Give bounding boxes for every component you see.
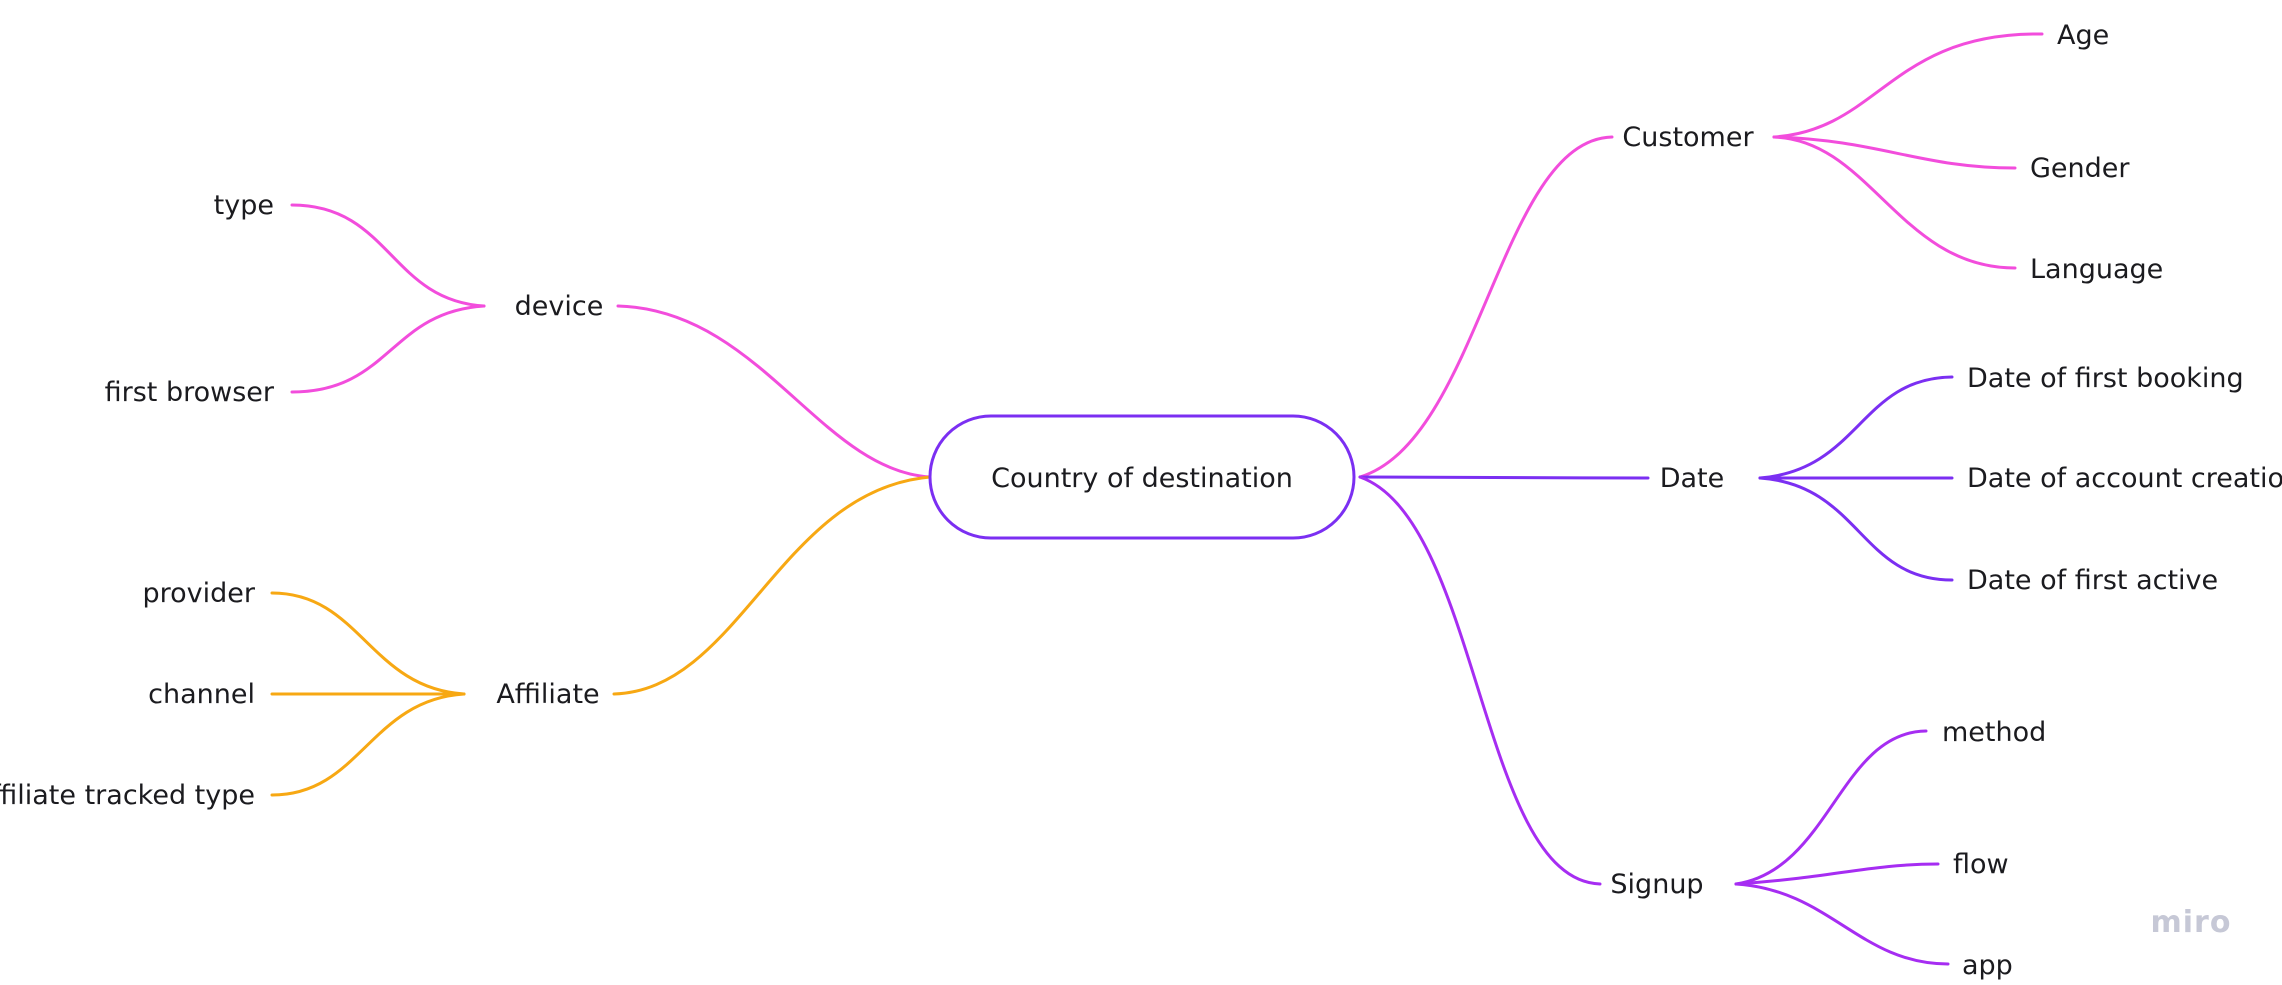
- connector-customer-language: [1772, 135, 2017, 270]
- connector-device-first-browser: [290, 304, 486, 394]
- leaf-gender[interactable]: Gender: [2030, 153, 2130, 184]
- leaf-date-first-active[interactable]: Date of first active: [1967, 565, 2218, 596]
- root-node[interactable]: [928, 414, 1356, 540]
- leaf-flow[interactable]: flow: [1953, 849, 2009, 880]
- connector-root-signup: [1358, 475, 1602, 886]
- connector-signup-app: [1734, 882, 1950, 966]
- connectors: [270, 32, 2044, 966]
- branch-affiliate-label[interactable]: Affiliate: [496, 679, 599, 710]
- connector-root-customer: [1358, 135, 1614, 479]
- branch-customer-label[interactable]: Customer: [1622, 122, 1754, 153]
- leaf-date-first-booking[interactable]: Date of first booking: [1967, 363, 2244, 394]
- leaf-provider[interactable]: provider: [143, 578, 256, 609]
- leaf-first-browser[interactable]: first browser: [105, 377, 275, 408]
- connector-customer-age: [1772, 32, 2044, 139]
- root-label: Country of destination: [991, 463, 1293, 494]
- leaf-date-account-creation[interactable]: Date of account creation: [1967, 463, 2282, 494]
- connector-root-date: [1358, 475, 1650, 480]
- connector-customer-gender: [1772, 135, 2017, 170]
- connector-date-first-active: [1758, 476, 1954, 582]
- connector-signup-method: [1734, 729, 1928, 886]
- connector-device-type: [290, 203, 486, 308]
- leaf-type[interactable]: type: [214, 190, 274, 221]
- leaf-app[interactable]: app: [1962, 950, 2013, 981]
- connector-signup-flow: [1734, 862, 1940, 886]
- miro-watermark: miro: [2151, 905, 2232, 940]
- leaf-affiliate-tracked-type[interactable]: affiliate tracked type: [0, 780, 255, 811]
- leaf-language[interactable]: Language: [2030, 254, 2163, 285]
- branch-date-label[interactable]: Date: [1660, 463, 1725, 494]
- connector-root-affiliate: [612, 475, 932, 696]
- leaf-channel[interactable]: channel: [148, 679, 255, 710]
- branch-device-label[interactable]: device: [515, 291, 604, 322]
- connector-affiliate-tracked-type: [270, 692, 466, 797]
- leaf-age[interactable]: Age: [2057, 20, 2109, 51]
- branch-signup-label[interactable]: Signup: [1610, 869, 1703, 900]
- connector-root-device: [616, 304, 932, 479]
- leaf-method[interactable]: method: [1942, 717, 2046, 748]
- connector-date-first-booking: [1758, 375, 1954, 480]
- connector-affiliate-provider: [270, 591, 466, 696]
